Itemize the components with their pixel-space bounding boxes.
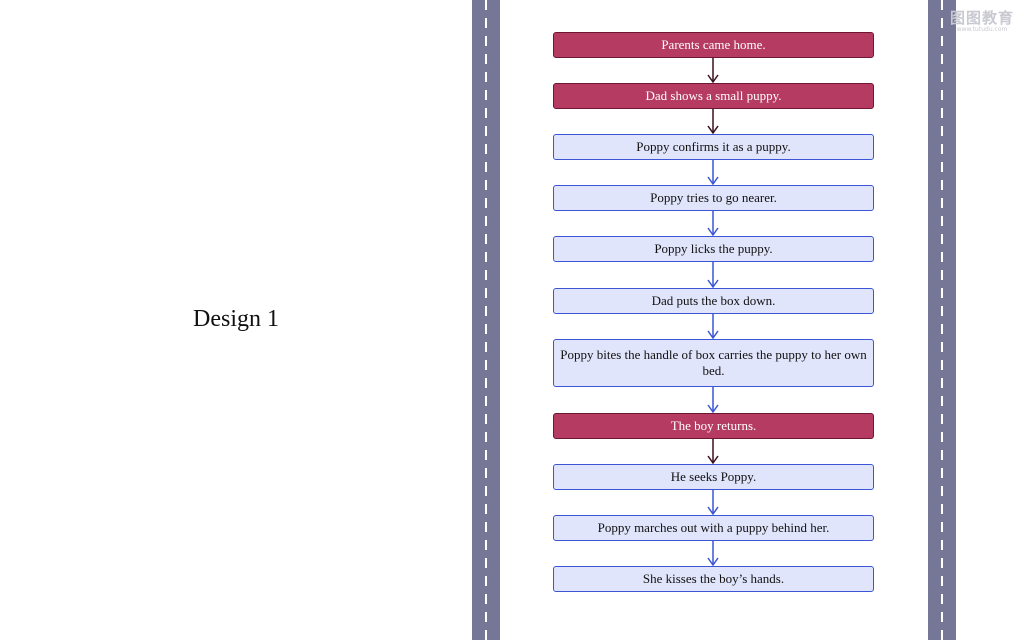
flow-arrow xyxy=(707,160,719,186)
flow-arrow xyxy=(707,541,719,567)
logo-url: www.tutudu.com xyxy=(956,26,1008,33)
flow-step: The boy returns. xyxy=(553,413,874,439)
right-road-strip xyxy=(928,0,956,640)
flow-step: Dad shows a small puppy. xyxy=(553,83,874,109)
flow-arrow xyxy=(707,262,719,289)
watermark-logo: 图图教育 www.tutudu.com xyxy=(950,10,1014,34)
flow-step: She kisses the boy’s hands. xyxy=(553,566,874,592)
flow-arrow xyxy=(707,314,719,340)
left-road-dash xyxy=(485,0,487,640)
logo-text: 图图教育 xyxy=(950,9,1015,27)
right-road-dash xyxy=(941,0,943,640)
flow-arrow xyxy=(707,439,719,465)
flow-step: Dad puts the box down. xyxy=(553,288,874,314)
flow-arrow xyxy=(707,109,719,135)
flow-step: Poppy marches out with a puppy behind he… xyxy=(553,515,874,541)
flow-step: Poppy confirms it as a puppy. xyxy=(553,134,874,160)
flow-arrow xyxy=(707,387,719,414)
flow-arrow xyxy=(707,211,719,237)
flow-step: He seeks Poppy. xyxy=(553,464,874,490)
left-road-strip xyxy=(472,0,500,640)
flow-arrow xyxy=(707,58,719,84)
design-label: Design 1 xyxy=(193,306,279,332)
flow-arrow xyxy=(707,490,719,516)
flow-step: Parents came home. xyxy=(553,32,874,58)
flow-step: Poppy bites the handle of box carries th… xyxy=(553,339,874,387)
flow-step: Poppy licks the puppy. xyxy=(553,236,874,262)
flow-step: Poppy tries to go nearer. xyxy=(553,185,874,211)
